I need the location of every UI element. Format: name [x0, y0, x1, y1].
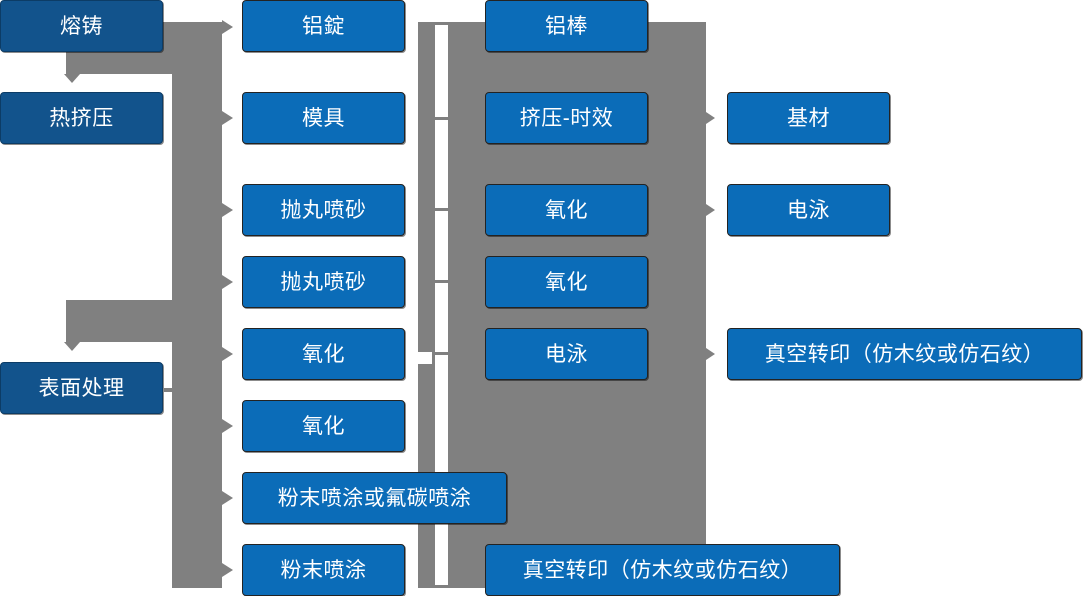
bracket-tick-5 [432, 352, 454, 355]
arrow-treat-to-prod-2 [706, 204, 715, 216]
node-proc-2[interactable]: 模具 [242, 92, 405, 144]
stem-surface-treatment-to-trunk [164, 388, 178, 392]
node-proc-1[interactable]: 铝錠 [242, 0, 405, 52]
node-stage-1[interactable]: 熔铸 [0, 0, 163, 52]
arrow-trunk-to-proc-5 [222, 347, 233, 361]
node-proc-4[interactable]: 抛丸喷砂 [242, 256, 405, 308]
node-stage-2[interactable]: 热挤压 [0, 92, 163, 144]
bracket-tick-2 [432, 117, 454, 120]
node-prod-2[interactable]: 电泳 [727, 184, 890, 236]
bracket-tick-3 [432, 208, 454, 211]
node-treat-6[interactable]: 真空转印（仿木纹或仿石纹） [485, 544, 840, 596]
arrow-trunk-to-proc-3 [222, 203, 233, 217]
node-proc-5[interactable]: 氧化 [242, 328, 405, 380]
node-stage-3[interactable]: 表面处理 [0, 362, 163, 414]
node-proc-7[interactable]: 粉末喷涂或氟碳喷涂 [242, 472, 507, 524]
node-treat-3[interactable]: 氧化 [485, 184, 648, 236]
node-treat-4[interactable]: 氧化 [485, 256, 648, 308]
arrow-trunk-to-proc-8 [222, 563, 233, 577]
arrow-down-to-surface-treatment [64, 342, 80, 351]
bracket-tick-4 [432, 280, 454, 283]
node-treat-5[interactable]: 电泳 [485, 328, 648, 380]
arrow-trunk-to-proc-6 [222, 419, 233, 433]
bracket-tick-1 [432, 22, 454, 25]
arrow-trunk-to-proc-7 [222, 491, 233, 505]
node-proc-6[interactable]: 氧化 [242, 400, 405, 452]
left-trunk-bar [172, 22, 222, 588]
bracket-spine [432, 22, 435, 588]
bracket-bar-upper [418, 22, 432, 352]
arrow-trunk-to-proc-2 [222, 111, 233, 125]
bracket-tick-6 [432, 585, 454, 588]
arrow-treat-to-prod-1 [706, 112, 715, 124]
node-proc-8[interactable]: 粉末喷涂 [242, 544, 405, 596]
arrow-treat-to-prod-3 [706, 348, 715, 360]
node-prod-3[interactable]: 真空转印（仿木纹或仿石纹） [727, 328, 1082, 380]
node-treat-2[interactable]: 挤压-时效 [485, 92, 648, 144]
left-trunk-mid-extension [66, 300, 176, 342]
arrow-trunk-to-proc-1 [222, 20, 233, 34]
arrow-trunk-to-proc-4 [222, 275, 233, 289]
arrow-down-to-hot-extrusion [64, 74, 80, 83]
node-prod-1[interactable]: 基材 [727, 92, 890, 144]
node-treat-1[interactable]: 铝棒 [485, 0, 648, 52]
node-proc-3[interactable]: 抛丸喷砂 [242, 184, 405, 236]
